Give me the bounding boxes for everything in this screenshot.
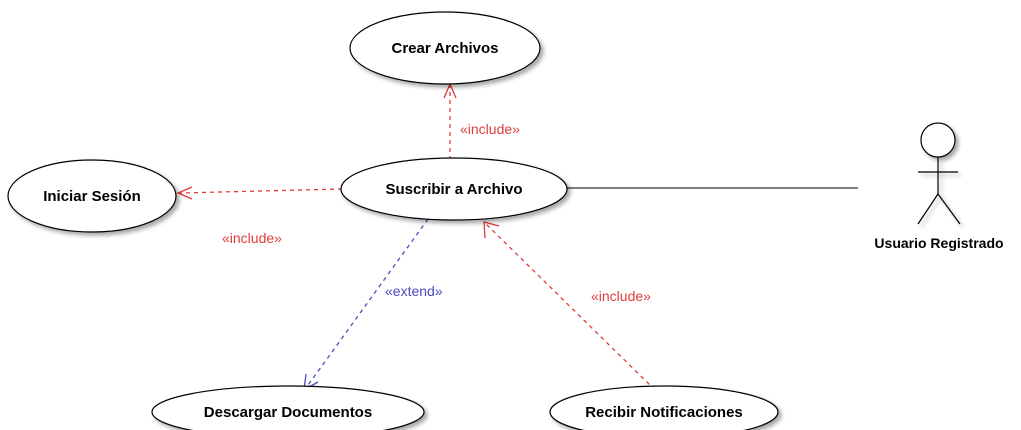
use-case-label: Crear Archivos bbox=[392, 40, 499, 57]
use-case-crear-archivos[interactable]: Crear Archivos bbox=[349, 11, 541, 85]
use-case-label: Descargar Documentos bbox=[204, 404, 372, 421]
use-case-suscribir-archivo[interactable]: Suscribir a Archivo bbox=[340, 157, 568, 221]
include-arrow-crear-archivos bbox=[443, 82, 457, 160]
actor-name: Usuario Registrado bbox=[874, 235, 1003, 251]
use-case-iniciar-sesion[interactable]: Iniciar Sesión bbox=[7, 159, 177, 233]
use-case-descargar-documentos[interactable]: Descargar Documentos bbox=[151, 385, 425, 430]
stereotype-include-label: «include» bbox=[222, 230, 282, 246]
stereotype-include-label: «include» bbox=[460, 121, 520, 137]
extend-arrow-descargar-documentos bbox=[303, 218, 429, 392]
actor-usuario-registrado[interactable]: Usuario Registrado bbox=[874, 122, 1004, 251]
use-case-recibir-notificaciones[interactable]: Recibir Notificaciones bbox=[549, 385, 779, 430]
stick-figure-icon bbox=[917, 122, 961, 225]
include-arrow-recibir-notificaciones bbox=[483, 221, 656, 391]
use-case-label: Suscribir a Archivo bbox=[386, 181, 523, 198]
use-case-label: Iniciar Sesión bbox=[43, 188, 141, 205]
stereotype-extend-label: «extend» bbox=[385, 283, 443, 299]
use-case-label: Recibir Notificaciones bbox=[585, 404, 743, 421]
stereotype-include-label: «include» bbox=[591, 288, 651, 304]
include-arrow-iniciar-sesion bbox=[176, 186, 343, 200]
